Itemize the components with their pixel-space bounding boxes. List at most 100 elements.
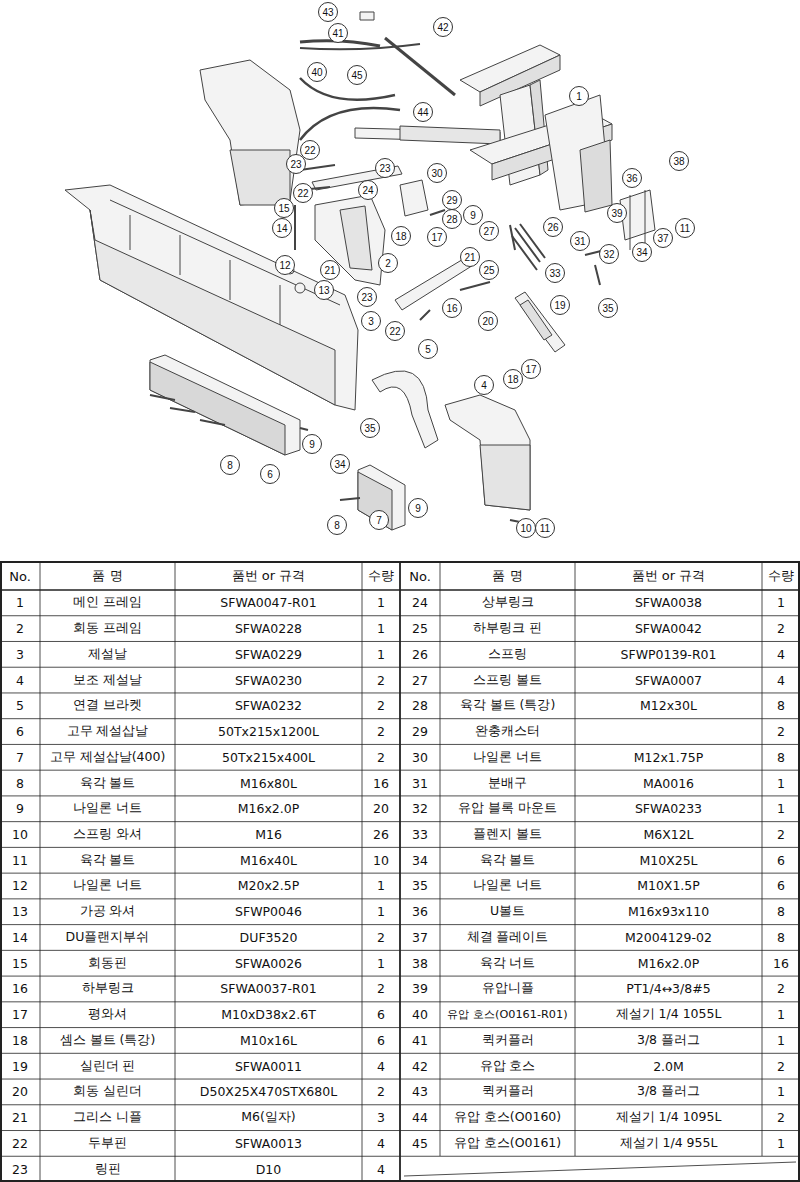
callout-number: 16 bbox=[442, 298, 462, 318]
table-cell: 25 bbox=[402, 616, 438, 642]
callout-number: 26 bbox=[543, 217, 563, 237]
table-cell: 37 bbox=[402, 925, 438, 951]
table-cell: M16x80L bbox=[177, 770, 360, 796]
callout-number: 3 bbox=[361, 311, 381, 331]
table-cell: D10 bbox=[177, 1156, 360, 1182]
callout-number: 9 bbox=[463, 205, 483, 225]
table-cell: 유압 호스(O0160) bbox=[442, 1105, 573, 1131]
table-cell: 3 bbox=[364, 1105, 398, 1131]
table-cell: 회동핀 bbox=[42, 950, 173, 976]
table-cell: 26 bbox=[364, 822, 398, 848]
callout-number: 17 bbox=[521, 359, 541, 379]
callout-number: 20 bbox=[478, 311, 498, 331]
table-cell: 연결 브라켓 bbox=[42, 693, 173, 719]
table-cell: 4 bbox=[764, 641, 798, 667]
table-cell: 하부링크 핀 bbox=[442, 616, 573, 642]
table-cell: 2 bbox=[364, 976, 398, 1002]
callout-number: 7 bbox=[369, 510, 389, 530]
table-cell: 2 bbox=[2, 616, 38, 642]
callout-number: 29 bbox=[442, 190, 462, 210]
table-cell: SFWA0011 bbox=[177, 1053, 360, 1079]
table-cell: 2 bbox=[764, 719, 798, 745]
table-cell: 8 bbox=[2, 770, 38, 796]
table-cell: 플렌지 볼트 bbox=[442, 822, 573, 848]
table-cell: U볼트 bbox=[442, 899, 573, 925]
table-cell: 8 bbox=[764, 925, 798, 951]
table-header: 품번 or 규격 bbox=[575, 562, 762, 590]
table-cell: 6 bbox=[764, 873, 798, 899]
table-cell: 회동 프레임 bbox=[42, 616, 173, 642]
table-cell: 2 bbox=[364, 925, 398, 951]
table-header: 품 명 bbox=[40, 562, 175, 590]
table-header: 품 명 bbox=[440, 562, 575, 590]
table-cell: M10X25L bbox=[577, 847, 760, 873]
table-cell: 1 bbox=[764, 796, 798, 822]
table-cell: DU플랜지부쉬 bbox=[42, 925, 173, 951]
table-cell: 보조 제설날 bbox=[42, 667, 173, 693]
table-cell: 2 bbox=[364, 719, 398, 745]
table-cell: M16 bbox=[177, 822, 360, 848]
callout-number: 28 bbox=[442, 209, 462, 229]
table-cell: 10 bbox=[364, 847, 398, 873]
table-cell: 유압 블록 마운트 bbox=[442, 796, 573, 822]
callout-number: 8 bbox=[220, 455, 240, 475]
table-cell: 9 bbox=[2, 796, 38, 822]
callout-number: 42 bbox=[433, 17, 453, 37]
table-cell: 제설기 1/4 955L bbox=[577, 1131, 760, 1157]
table-cell: 1 bbox=[764, 1079, 798, 1105]
table-cell: 2 bbox=[764, 1053, 798, 1079]
callout-number: 15 bbox=[274, 198, 294, 218]
table-cell: SFWA0230 bbox=[177, 667, 360, 693]
table-cell: 8 bbox=[764, 693, 798, 719]
table-cell: 20 bbox=[2, 1079, 38, 1105]
table-cell: 스프링 와셔 bbox=[42, 822, 173, 848]
table-cell: M6X12L bbox=[577, 822, 760, 848]
table-cell: M10xD38x2.6T bbox=[177, 1002, 360, 1028]
table-cell: 2 bbox=[764, 822, 798, 848]
table-cell: 1 bbox=[364, 950, 398, 976]
table-cell: SFWP0139-R01 bbox=[577, 641, 760, 667]
table-cell: 10 bbox=[2, 822, 38, 848]
table-cell: 36 bbox=[402, 899, 438, 925]
callout-number: 22 bbox=[385, 321, 405, 341]
table-cell: 35 bbox=[402, 873, 438, 899]
table-cell: SFWA0229 bbox=[177, 641, 360, 667]
table-cell: 21 bbox=[2, 1105, 38, 1131]
callout-number: 23 bbox=[357, 287, 377, 307]
table-cell: 7 bbox=[2, 744, 38, 770]
table-cell: 회동 실린더 bbox=[42, 1079, 173, 1105]
table-cell: SFWP0046 bbox=[177, 899, 360, 925]
table-cell: 1 bbox=[364, 616, 398, 642]
table-cell: 메인 프레임 bbox=[42, 590, 173, 616]
table-cell: 29 bbox=[402, 719, 438, 745]
table-cell: 1 bbox=[764, 770, 798, 796]
table-header: No. bbox=[0, 562, 40, 590]
table-cell: 1 bbox=[764, 1131, 798, 1157]
table-cell: 2 bbox=[364, 1079, 398, 1105]
callout-number: 40 bbox=[307, 62, 327, 82]
table-cell: 나일론 너트 bbox=[442, 744, 573, 770]
table-cell: 4 bbox=[364, 1053, 398, 1079]
callout-number: 23 bbox=[375, 158, 395, 178]
table-cell: D50X25X470STX680L bbox=[177, 1079, 360, 1105]
table-cell: 12 bbox=[2, 873, 38, 899]
callout-number: 43 bbox=[318, 2, 338, 22]
table-cell: SFWA0047-R01 bbox=[177, 590, 360, 616]
table-cell: 33 bbox=[402, 822, 438, 848]
table-cell: 4 bbox=[764, 667, 798, 693]
callout-number: 45 bbox=[347, 65, 367, 85]
callout-number: 23 bbox=[286, 154, 306, 174]
table-cell: SFWA0228 bbox=[177, 616, 360, 642]
table-cell: 유압 호스 bbox=[442, 1053, 573, 1079]
table-cell: 육각 볼트 bbox=[42, 770, 173, 796]
table-cell: 16 bbox=[364, 770, 398, 796]
table-cell: 15 bbox=[2, 950, 38, 976]
callout-number: 22 bbox=[293, 183, 313, 203]
table-cell: 2 bbox=[364, 744, 398, 770]
table-cell: 8 bbox=[764, 744, 798, 770]
table-cell: 가공 와셔 bbox=[42, 899, 173, 925]
table-cell: 40 bbox=[402, 1002, 438, 1028]
table-header: 수량 bbox=[362, 562, 400, 590]
table-cell: SFWA0232 bbox=[177, 693, 360, 719]
table-cell: 4 bbox=[364, 1156, 398, 1182]
